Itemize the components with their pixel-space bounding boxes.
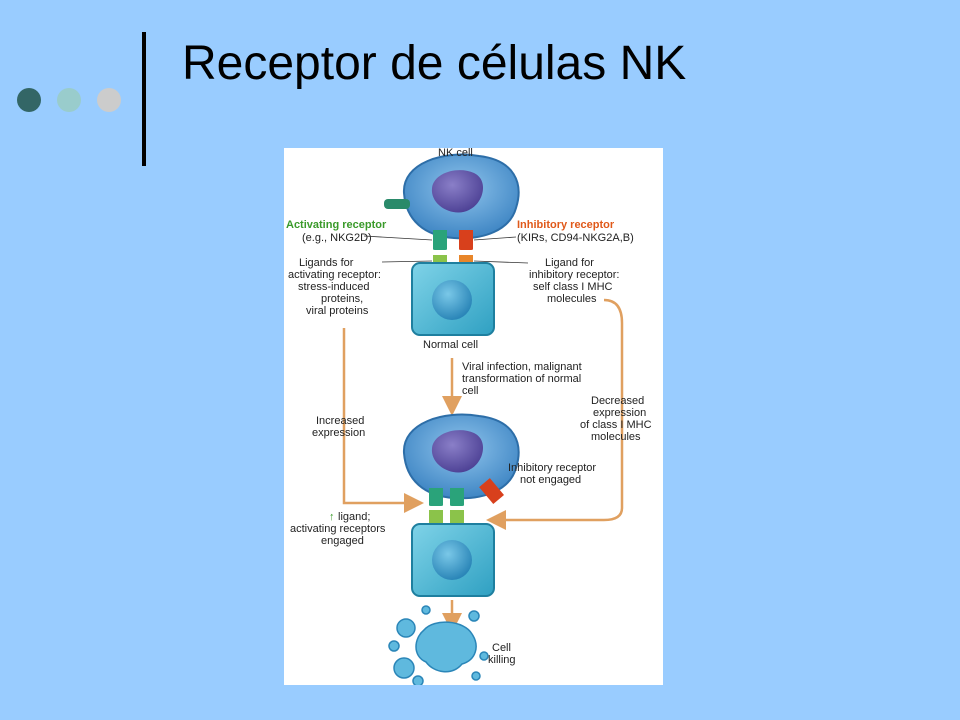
up-arrow-icon: ↑ [329,511,335,523]
inhibitory-receptor-top [458,230,474,260]
svg-text:not engaged: not engaged [520,474,581,486]
slide-title: Receptor de células NK [182,37,687,90]
svg-text:viral proteins: viral proteins [306,305,369,317]
label-activating-example: (e.g., NKG2D) [302,232,372,244]
svg-text:stress-induced: stress-induced [298,281,370,293]
target-cell [411,523,495,597]
inhibitory-receptor-unengaged [479,478,505,504]
svg-text:Ligand for: Ligand for [545,257,594,269]
svg-text:Increased: Increased [316,415,364,427]
activating-ligand-bottom-1 [429,510,443,526]
label-normal-cell: Normal cell [423,339,478,351]
bullet-dot-gray [97,88,121,112]
svg-text:proteins,: proteins, [321,293,363,305]
svg-text:Viral infection, malignant: Viral infection, malignant [462,361,582,373]
svg-text:Inhibitory receptor: Inhibitory receptor [508,462,596,474]
pointer-ligands-activating [381,260,433,263]
label-ligands-activating: Ligands for activating receptor: stress-… [288,257,381,317]
svg-text:activating receptors: activating receptors [290,523,386,535]
label-cell-killing: Cell killing [488,642,516,666]
svg-text:of class I MHC: of class I MHC [580,419,652,431]
label-inhibitory-example: (KIRs, CD94-NKG2A,B) [517,232,634,244]
label-nk-cell: NK cell [438,148,473,159]
svg-text:activating receptor:: activating receptor: [288,269,381,281]
arrow-decreased-expression [486,298,624,530]
activating-receptor-top [432,230,448,260]
nk-cell-top [402,153,520,240]
nk-cell-bottom [402,413,520,500]
label-inhibitory-receptor: Inhibitory receptor [517,219,615,231]
normal-cell [411,262,495,336]
svg-text:killing: killing [488,654,516,666]
arrow-increased-expression [342,328,424,513]
svg-text:Ligands for: Ligands for [299,257,354,269]
pointer-inhibitory [473,236,517,241]
bullet-dot-teal [57,88,81,112]
svg-text:ligand;: ligand; [338,511,370,523]
svg-text:inhibitory receptor:: inhibitory receptor: [529,269,620,281]
svg-text:transformation of normal: transformation of normal [462,373,581,385]
svg-text:expression: expression [593,407,646,419]
svg-text:cell: cell [462,385,479,397]
svg-text:expression: expression [312,427,365,439]
apoptotic-cell-fragments [388,605,489,687]
svg-text:molecules: molecules [547,293,597,305]
label-viral-infection: Viral infection, malignant transformatio… [462,361,582,397]
svg-text:Cell: Cell [492,642,511,654]
label-increased-expression: Increased expression [312,415,365,439]
svg-text:engaged: engaged [321,535,364,547]
label-ligand-engaged: ↑ ligand; activating receptors engaged [290,511,386,547]
label-decreased-expression: Decreased expression of class I MHC mole… [580,395,652,443]
pointer-ligand-inhibitory [473,260,529,264]
label-ligand-inhibitory: Ligand for inhibitory receptor: self cla… [529,257,620,305]
svg-text:molecules: molecules [591,431,641,443]
label-activating-receptor: Activating receptor [286,219,387,231]
nk-stub-receptor [384,199,410,209]
title-divider [142,32,146,166]
activating-ligand-bottom-2 [450,510,464,526]
svg-text:Decreased: Decreased [591,395,644,407]
bullet-dot-dark [17,88,41,112]
svg-text:self class I MHC: self class I MHC [533,281,613,293]
nk-receptor-figure: NK cell Normal cell Activating receptor … [284,147,663,687]
pointer-activating [363,235,433,241]
label-inhibitory-not-engaged: Inhibitory receptor not engaged [508,462,596,486]
